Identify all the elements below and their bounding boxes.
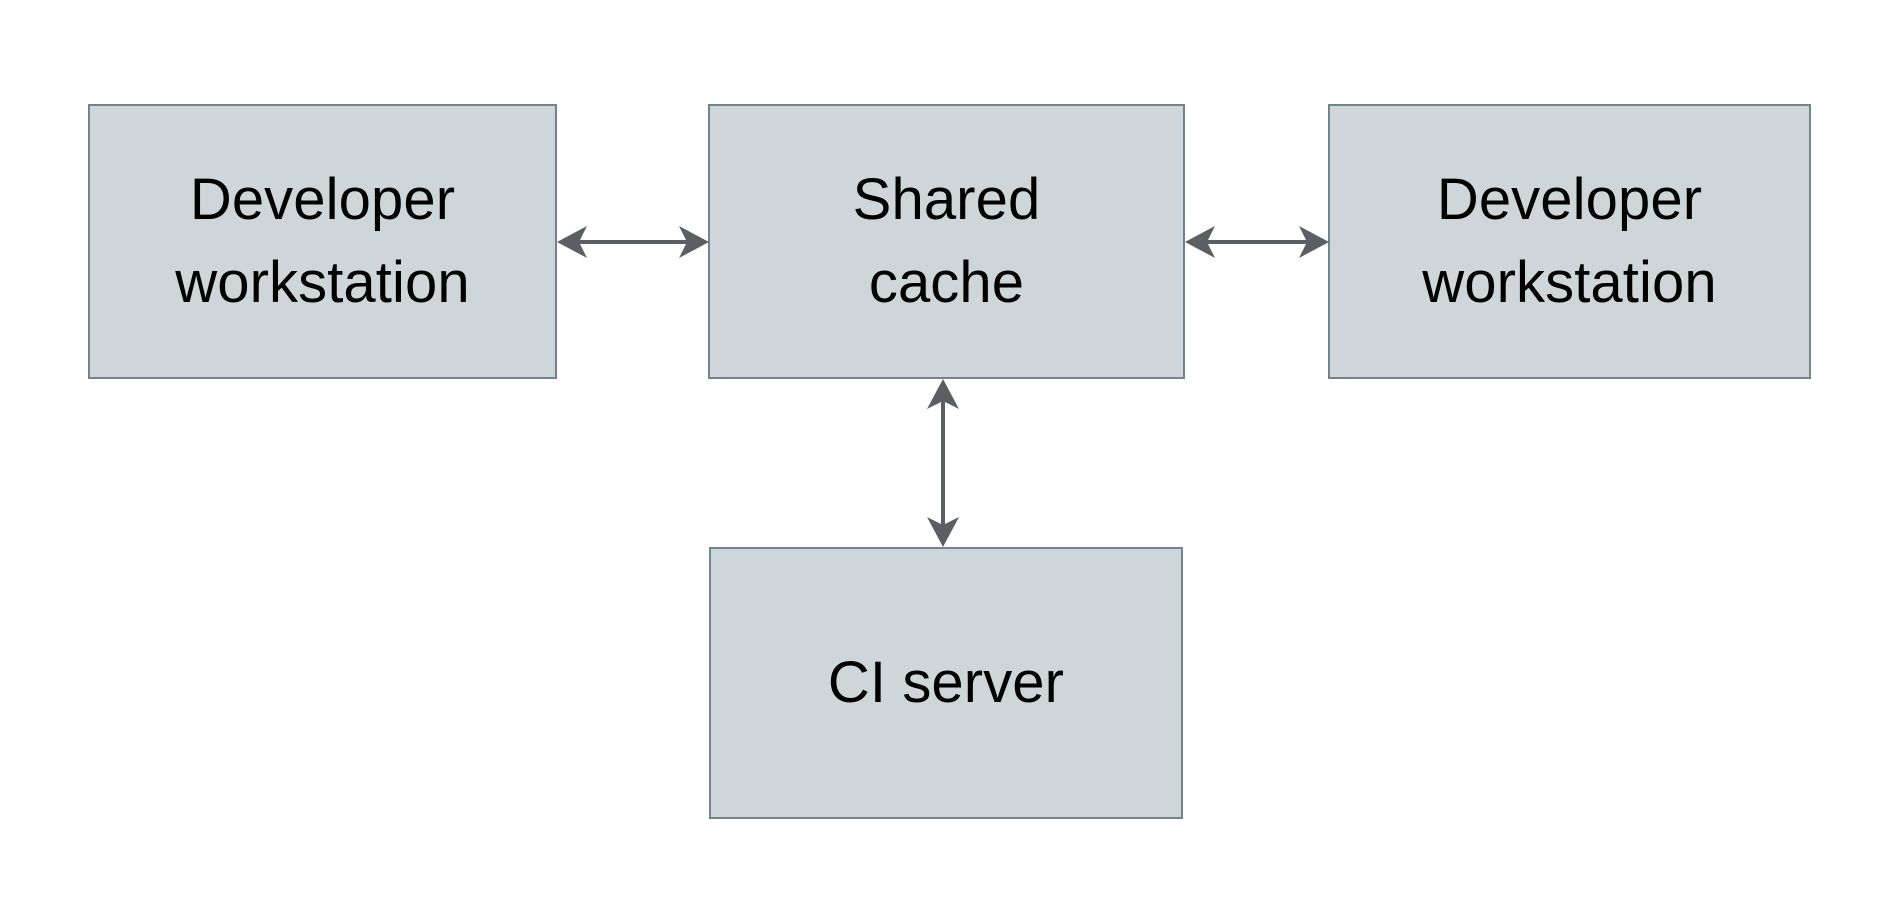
edge-dev-left-shared-cache-double-arrow-icon xyxy=(553,219,713,265)
node-shared-cache[interactable]: Shared cache xyxy=(708,104,1185,379)
node-label: Shared cache xyxy=(852,167,1041,315)
node-label: Developer workstation xyxy=(175,167,470,315)
edge-shared-cache-ci-server-double-arrow-icon xyxy=(920,375,966,551)
node-ci-server[interactable]: CI server xyxy=(709,547,1183,819)
node-developer-workstation-left[interactable]: Developer workstation xyxy=(88,104,557,379)
edge-shared-cache-dev-right-double-arrow-icon xyxy=(1181,219,1333,265)
node-label: Developer workstation xyxy=(1422,167,1717,315)
node-developer-workstation-right[interactable]: Developer workstation xyxy=(1328,104,1811,379)
node-label: CI server xyxy=(827,649,1065,715)
